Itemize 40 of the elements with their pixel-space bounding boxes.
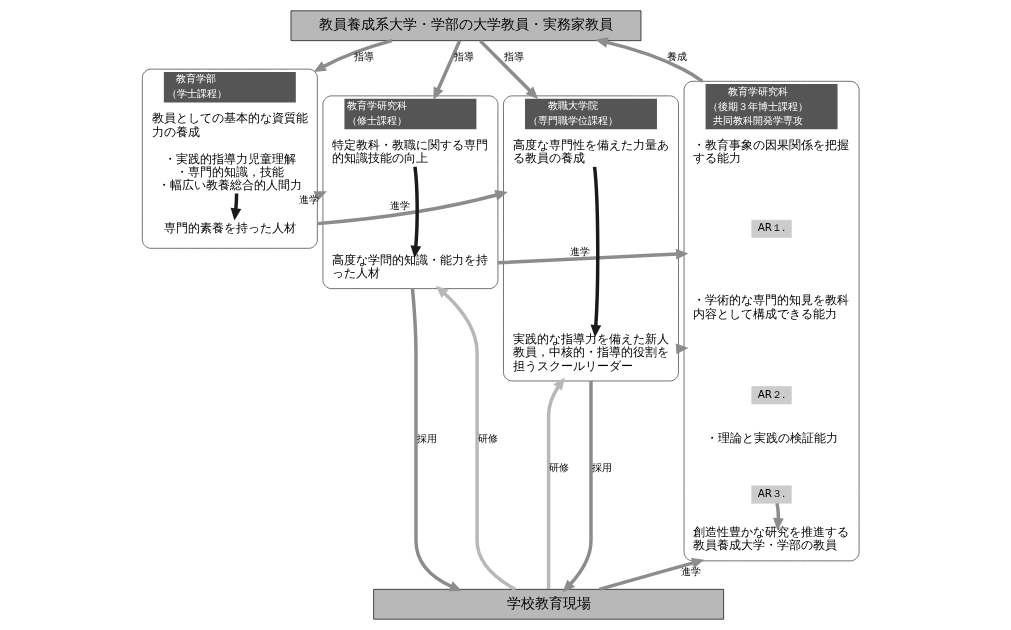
node-text: 特定教科・教職に関する専門的知識技能の向上 — [332, 138, 489, 166]
arrow — [410, 166, 422, 259]
node-box: AR１. — [751, 219, 792, 238]
node-text: ・理論と実践の検証能力 — [705, 431, 838, 446]
node-text: 実践的な指導力を備えた新人教員，中核的・指導的役割を担うスクールリーダー — [512, 332, 669, 373]
edge-label: 採用 — [416, 431, 437, 444]
edge-label: 研修 — [477, 431, 498, 444]
edge-label: 養成 — [666, 50, 687, 63]
node-text: 教員としての基本的な資質能力の養成 ・実践的指導力児童理解 ・専門的知識，技能 ・幅広い教養総合的人間力 — [151, 111, 308, 193]
node-text: 高度な専門性を備えた力量ある教員の養成 — [512, 138, 669, 166]
edge-label: 研修 — [549, 461, 570, 474]
node-text: 創造性豊かな研究を推進する教員養成大学・学部の教員 — [693, 525, 850, 553]
edge-label: 採用 — [591, 461, 612, 474]
arrow — [595, 37, 704, 83]
edge-label: 指導 — [503, 50, 524, 63]
arrow — [497, 248, 689, 265]
edge-label: 進学 — [299, 192, 320, 205]
arrow — [562, 381, 593, 593]
node-box: AR３. — [751, 485, 792, 504]
node-box: 学校教育現場 — [373, 589, 724, 620]
arrow — [598, 557, 705, 591]
arrow — [313, 39, 393, 73]
node-text: ・教育事象の因果関係を把握する能力 — [693, 138, 850, 166]
arrow — [435, 285, 517, 591]
arrow — [479, 39, 539, 99]
node-box: 教員養成系大学・学部の大学教員・実務家教員 — [290, 10, 642, 41]
edge-label: 進学 — [570, 244, 591, 257]
node-text: 高度な学問的知識・能力を持った人材 — [332, 253, 489, 281]
node-text: 専門的素養を持った人材 — [163, 220, 296, 235]
arrow — [773, 503, 784, 531]
edge-label: 進学 — [680, 564, 701, 577]
arrow — [590, 166, 602, 338]
edge-label: 進学 — [390, 199, 411, 212]
node-box: AR２. — [751, 386, 792, 405]
edge-label: 指導 — [454, 50, 475, 63]
arrow — [433, 40, 462, 100]
arrow — [546, 377, 565, 590]
edge-label: 指導 — [353, 50, 374, 63]
arrow — [410, 288, 462, 592]
node-text: ・学術的な専門的知見を教科内容として構成できる能力 — [693, 293, 850, 321]
